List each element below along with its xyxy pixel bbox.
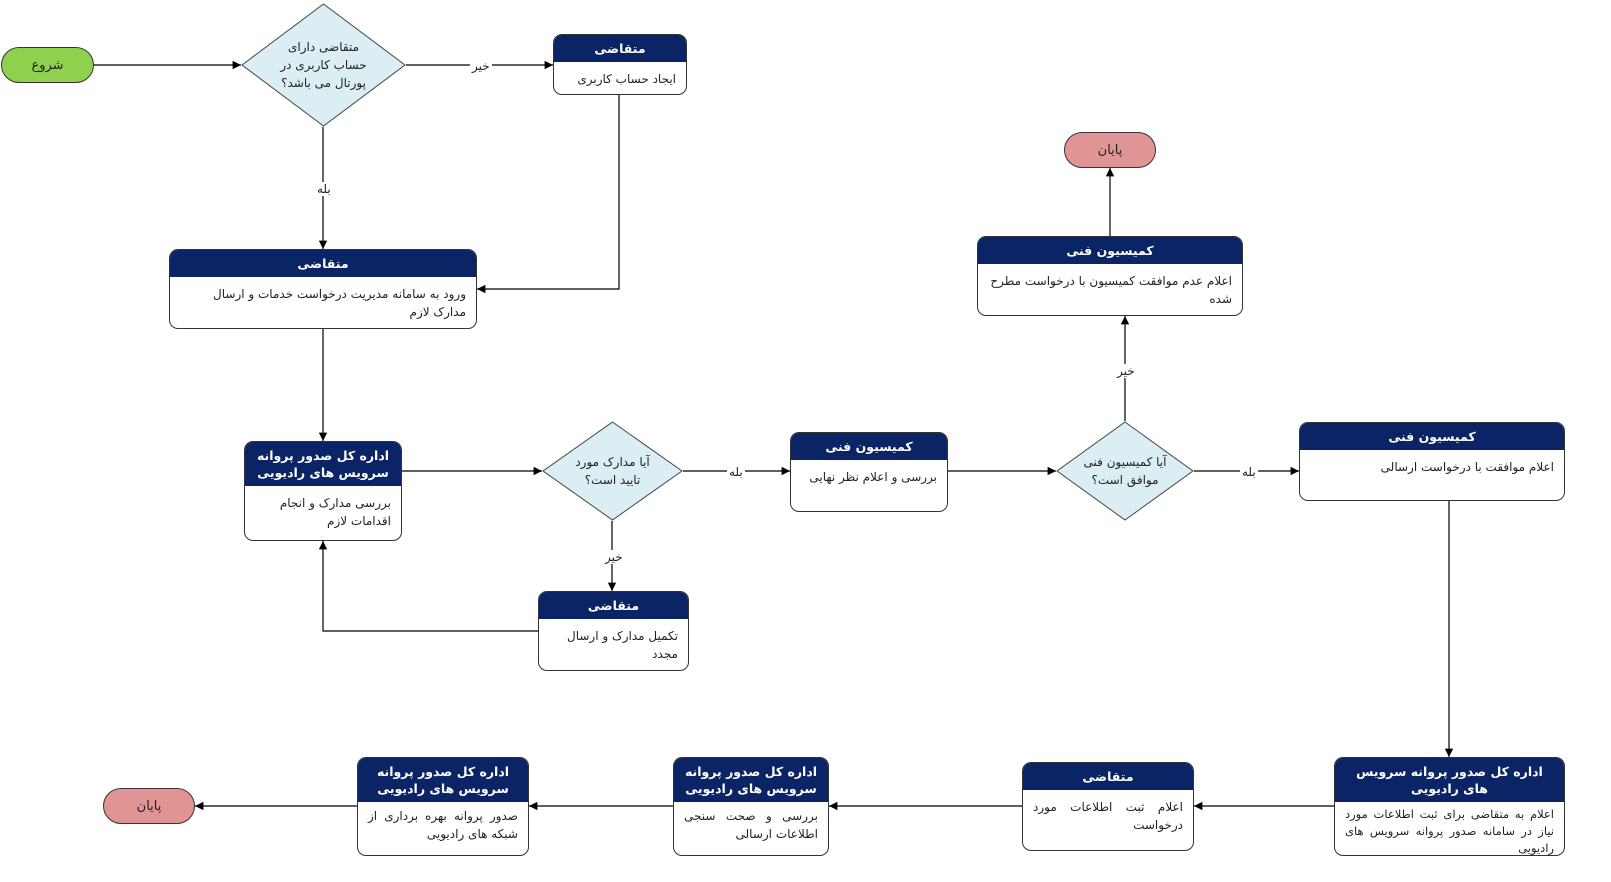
task-create-account: متقاضی ایجاد حساب کاربری — [553, 34, 687, 95]
task-description: تکمیل مدارک و ارسال مجدد — [566, 629, 678, 661]
task-description: اعلام ثبت اطلاعات مورد درخواست — [1033, 800, 1183, 832]
end-label: پایان — [1097, 142, 1123, 158]
task-description: بررسی و صحت سنجی اطلاعات ارسالی — [684, 809, 818, 841]
task-register-info: متقاضی اعلام ثبت اطلاعات مورد درخواست — [1022, 762, 1194, 851]
task-description: ایجاد حساب کاربری — [577, 72, 676, 86]
task-issue-license: اداره کل صدور پروانه سرویس های رادیویی ص… — [357, 757, 529, 856]
task-verify-info: اداره کل صدور پروانه سرویس های رادیویی ب… — [673, 757, 829, 856]
task-description: صدور پروانه بهره برداری از شبکه های رادی… — [368, 809, 518, 841]
start-terminal: شروع — [1, 47, 94, 83]
edge-label-account-no: خیر — [470, 59, 492, 73]
decision-shape — [241, 3, 406, 127]
decision-text: آیا مدارک مورد تایید است؟ — [575, 455, 650, 487]
start-label: شروع — [31, 57, 64, 73]
task-description: اعلام موافقت با درخواست ارسالی — [1380, 460, 1554, 474]
task-actor: اداره کل صدور پروانه سرویس های رادیویی — [674, 758, 828, 802]
edge-label-commission-yes: بله — [1240, 465, 1258, 479]
edge-create-account-to-login — [477, 95, 620, 294]
task-actor: کمیسیون فنی — [791, 433, 947, 460]
task-actor: اداره کل صدور پروانه سرویس های رادیویی — [1335, 758, 1564, 802]
task-commission-approve: کمیسیون فنی اعلام موافقت با درخواست ارسا… — [1299, 422, 1565, 501]
task-commission-reject: کمیسیون فنی اعلام عدم موافقت کمیسیون با … — [977, 236, 1243, 316]
edge-label-account-yes: بله — [315, 182, 333, 196]
task-actor: کمیسیون فنی — [978, 237, 1242, 264]
task-notify-register: اداره کل صدور پروانه سرویس های رادیویی ا… — [1334, 757, 1565, 856]
decision-shape — [1056, 421, 1194, 521]
task-description: بررسی مدارک و انجام اقدامات لازم — [279, 496, 391, 528]
task-description: اعلام به متقاضی برای ثبت اطلاعات مورد نی… — [1345, 807, 1554, 855]
edge-resubmit-to-review — [318, 541, 538, 632]
task-actor: اداره کل صدور پروانه سرویس های رادیویی — [245, 442, 401, 486]
edge-label-docs-yes: بله — [727, 465, 745, 479]
edge-label-commission-no: خیر — [1115, 364, 1137, 378]
task-review-docs: اداره کل صدور پروانه سرویس های رادیویی ب… — [244, 441, 402, 541]
decision-docs-approved: آیا مدارک مورد تایید است؟ — [542, 421, 683, 521]
task-actor: متقاضی — [554, 35, 686, 62]
task-login-submit-docs: متقاضی ورود به سامانه مدیریت درخواست خدم… — [169, 249, 477, 329]
task-resubmit-docs: متقاضی تکمیل مدارک و ارسال مجدد — [538, 591, 689, 671]
task-description: بررسی و اعلام نظر نهایی — [809, 470, 937, 484]
task-actor: متقاضی — [170, 250, 476, 277]
decision-shape — [542, 421, 683, 521]
task-actor: متقاضی — [539, 592, 688, 619]
edge-label-docs-no: خیر — [603, 550, 625, 564]
task-actor: اداره کل صدور پروانه سرویس های رادیویی — [358, 758, 528, 802]
end-terminal-bottom: پایان — [103, 788, 195, 824]
decision-text: متقاضی دارای حساب کاربری در پورتال می با… — [280, 40, 367, 90]
decision-has-account: متقاضی دارای حساب کاربری در پورتال می با… — [241, 3, 406, 127]
end-label: پایان — [136, 798, 162, 814]
task-commission-review: کمیسیون فنی بررسی و اعلام نظر نهایی — [790, 432, 948, 512]
task-actor: متقاضی — [1023, 763, 1193, 790]
decision-text: آیا کمیسیون فنی موافق است؟ — [1083, 455, 1167, 487]
decision-commission-agrees: آیا کمیسیون فنی موافق است؟ — [1056, 421, 1194, 521]
end-terminal-top: پایان — [1064, 132, 1156, 168]
task-description: ورود به سامانه مدیریت درخواست خدمات و ار… — [213, 287, 466, 319]
task-description: اعلام عدم موافقت کمیسیون با درخواست مطرح… — [990, 274, 1232, 306]
task-actor: کمیسیون فنی — [1300, 423, 1564, 450]
